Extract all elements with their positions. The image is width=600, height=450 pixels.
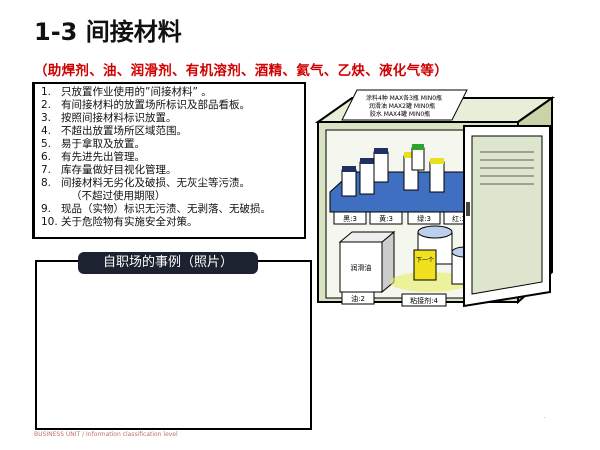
rule-number: 2.	[41, 99, 52, 111]
rule-item: 7. 库存量做好目视化管理。	[41, 164, 304, 177]
page-title: 1-3 间接材料	[34, 18, 182, 46]
sign-line-3: 胶水 MAX4罐 MIN0瓶	[370, 110, 430, 118]
rule-item: （不超过使用期限）	[41, 190, 304, 203]
rule-number: 1.	[41, 86, 52, 98]
rule-number: 9.	[41, 203, 52, 215]
rule-item: 3. 按照间接材料标识放置。	[41, 112, 304, 125]
rule-text: 库存量做好目视化管理。	[61, 164, 177, 176]
oil-can-label: 润滑油	[351, 263, 372, 272]
rule-number: 5.	[41, 138, 52, 150]
rule-text: 有间接材料的放置场所标识及部品看板。	[61, 99, 250, 111]
rule-text: 有先进先出管理。	[61, 151, 145, 163]
cabinet-illustration: 涂料4种 MAX各3瓶 MIN0瓶 润滑油 MAX2罐 MIN0瓶 胶水 MAX…	[314, 89, 556, 308]
rule-item: 4. 不超出放置场所区域范围。	[41, 125, 304, 138]
rules-list: 1.只放置作业使用的”间接材料” 。2.有间接材料的放置场所标识及部品看板。3.…	[32, 82, 306, 239]
rule-item: 5. 易于拿取及放置。	[41, 138, 304, 151]
rule-number: 7.	[41, 164, 52, 176]
rule-item: 9. 现品（实物）标识无污渍、无剥落、无破损。	[41, 203, 304, 216]
next-tag: 下一个	[416, 257, 434, 264]
oil-label: 油:2	[351, 294, 365, 303]
rule-text: 关于危险物有实施安全对策。	[61, 216, 198, 228]
rule-text: 只放置作业使用的”间接材料” 。	[61, 86, 212, 98]
footer-classification: BUSINESS UNIT / Information classificati…	[34, 431, 178, 438]
rule-item: 8. 间接材料无劣化及破损、无灰尘等污渍。	[41, 177, 304, 190]
rule-number: 10.	[41, 216, 58, 228]
rule-text: 按照间接材料标识放置。	[61, 112, 177, 124]
rule-text: （不超过使用期限）	[71, 190, 166, 202]
subtitle: （助焊剂、油、润滑剂、有机溶剂、酒精、氦气、乙炔、液化气等）	[34, 63, 448, 79]
rule-text: 现品（实物）标识无污渍、无剥落、无破损。	[61, 203, 271, 215]
rule-item: 1. 只放置作业使用的”间接材料” 。	[41, 86, 304, 99]
photo-title: 自职场的事例（照片）	[78, 252, 258, 274]
rule-number: 8.	[41, 177, 52, 189]
rule-item: 6. 有先进先出管理。	[41, 151, 304, 164]
rule-number: 4.	[41, 125, 52, 137]
rule-item: 10.关于危险物有实施安全对策。	[41, 216, 304, 229]
sign-line-1: 涂料4种 MAX各3瓶 MIN0瓶	[366, 94, 442, 102]
sign-line-2: 润滑油 MAX2罐 MIN0瓶	[369, 102, 435, 110]
glue-label: 粘接剂:4	[410, 296, 438, 305]
bin-label-yellow: 黄:3	[379, 214, 393, 223]
rule-text: 易于拿取及放置。	[61, 138, 145, 150]
rule-text: 不超出放置场所区域范围。	[61, 125, 187, 137]
bin-label-black: 黑:3	[343, 215, 357, 223]
rule-number: 3.	[41, 112, 52, 124]
rule-text: 间接材料无劣化及破损、无灰尘等污渍。	[61, 177, 250, 189]
bin-label-green: 绿:3	[417, 214, 431, 223]
photo-frame	[35, 260, 312, 430]
page-dot: .	[543, 411, 546, 420]
rule-item: 2. 有间接材料的放置场所标识及部品看板。	[41, 99, 304, 112]
rule-number: 6.	[41, 151, 52, 163]
bin-label-red: 红:3	[452, 214, 466, 223]
